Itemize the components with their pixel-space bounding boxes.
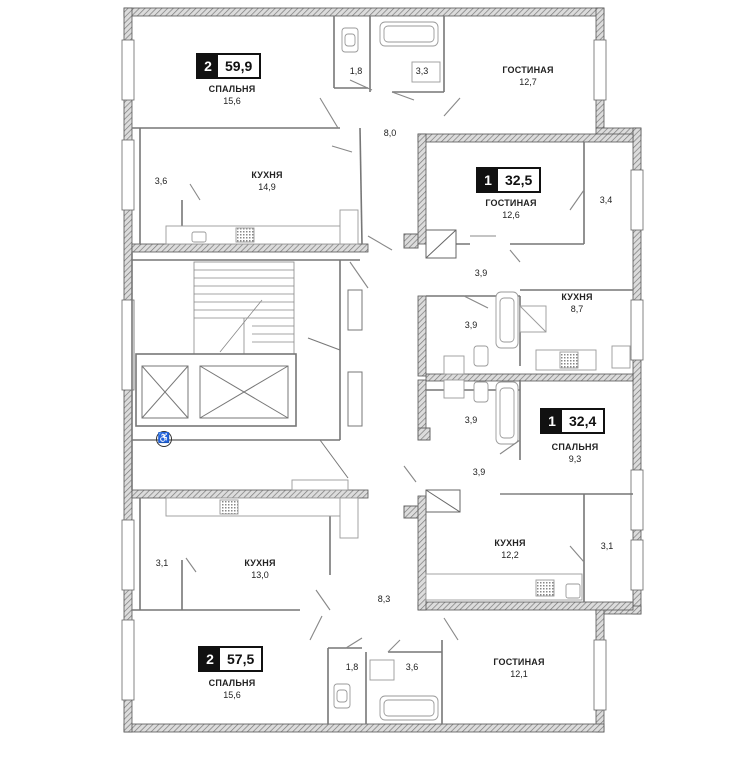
room-name: СПАЛЬНЯ [208, 84, 256, 94]
room-label-storage: 3,6 [155, 175, 168, 187]
room-label-kitchen: КУХНЯ 12,2 [494, 537, 525, 561]
room-label-kitchen: КУХНЯ 8,7 [561, 291, 592, 315]
elevators [135, 289, 363, 479]
room-area: 8,3 [377, 594, 391, 604]
room-label-bathroom: 3,9 [465, 414, 478, 426]
wheelchair-icon: ♿ [156, 431, 172, 447]
room-label-hall: 3,9 [473, 466, 486, 478]
room-label-living: ГОСТИНАЯ 12,6 [485, 197, 536, 221]
entry-doors [403, 229, 461, 519]
apartment-badge-a2: 1 32,5 [476, 167, 542, 193]
room-area: 3,9 [464, 320, 478, 330]
room-area: 3,6 [154, 176, 168, 186]
apartment-area: 32,5 [505, 172, 533, 188]
room-name: КУХНЯ [561, 292, 593, 302]
room-count: 1 [478, 169, 498, 191]
room-label-bathroom: 3,3 [416, 65, 429, 77]
room-name: КУХНЯ [251, 170, 283, 180]
room-name: ГОСТИНАЯ [485, 198, 537, 208]
room-name: КУХНЯ [244, 558, 276, 568]
wheelchair-glyph: ♿ [157, 433, 171, 444]
room-label-kitchen: КУХНЯ 14,9 [251, 169, 282, 193]
room-area: 1,8 [345, 662, 359, 672]
room-label-bathroom: 1,8 [350, 65, 363, 77]
room-area: 3,9 [474, 268, 488, 278]
apartment-area: 59,9 [225, 58, 253, 74]
room-label-bathroom: 3,6 [406, 661, 419, 673]
room-name: СПАЛЬНЯ [551, 442, 599, 452]
room-area: 9,3 [568, 454, 582, 464]
room-area: 3,9 [464, 415, 478, 425]
apartment-area: 57,5 [227, 651, 255, 667]
apartment-badge-a1: 2 59,9 [196, 53, 262, 79]
room-area: 12,1 [510, 669, 528, 679]
room-label-hall: 8,0 [384, 127, 397, 139]
windows [121, 39, 644, 711]
door-swings [185, 79, 585, 653]
room-label-hall: 3,9 [475, 267, 488, 279]
room-label-living: ГОСТИНАЯ 12,1 [493, 656, 544, 680]
bathroom-fixtures [333, 21, 519, 721]
room-area: 12,2 [501, 550, 519, 560]
room-area: 1,8 [349, 66, 363, 76]
room-label-balcony: 3,4 [600, 194, 613, 206]
room-label-bathroom: 3,9 [465, 319, 478, 331]
room-count: 2 [200, 648, 220, 670]
room-area: 8,7 [570, 304, 584, 314]
kitchen-counters [165, 209, 631, 601]
room-label-living: ГОСТИНАЯ 12,7 [502, 64, 553, 88]
room-area: 3,9 [472, 467, 486, 477]
room-label-bedroom: СПАЛЬНЯ 9,3 [552, 441, 599, 465]
room-area: 3,1 [600, 541, 614, 551]
room-label-kitchen: КУХНЯ 13,0 [244, 557, 275, 581]
room-name: ГОСТИНАЯ [493, 657, 545, 667]
room-label-bedroom: СПАЛЬНЯ 15,6 [209, 677, 256, 701]
room-label-hall: 8,3 [378, 593, 391, 605]
apartment-area: 32,4 [569, 413, 597, 429]
room-count: 2 [198, 55, 218, 77]
room-area: 15,6 [223, 96, 241, 106]
room-area: 3,4 [599, 195, 613, 205]
room-label-bathroom: 1,8 [346, 661, 359, 673]
apartment-badge-a4: 2 57,5 [198, 646, 264, 672]
room-label-bedroom: СПАЛЬНЯ 15,6 [209, 83, 256, 107]
room-area: 3,1 [155, 558, 169, 568]
room-area: 15,6 [223, 690, 241, 700]
room-label-balcony: 3,1 [601, 540, 614, 552]
room-area: 14,9 [258, 182, 276, 192]
room-area: 3,3 [415, 66, 429, 76]
room-area: 13,0 [251, 570, 269, 580]
apartment-badge-a3: 1 32,4 [540, 408, 606, 434]
room-area: 12,6 [502, 210, 520, 220]
staircase [193, 261, 295, 355]
room-name: ГОСТИНАЯ [502, 65, 554, 75]
room-area: 3,6 [405, 662, 419, 672]
room-count: 1 [542, 410, 562, 432]
room-label-storage: 3,1 [156, 557, 169, 569]
room-area: 12,7 [519, 77, 537, 87]
room-name: КУХНЯ [494, 538, 526, 548]
room-name: СПАЛЬНЯ [208, 678, 256, 688]
room-area: 8,0 [383, 128, 397, 138]
